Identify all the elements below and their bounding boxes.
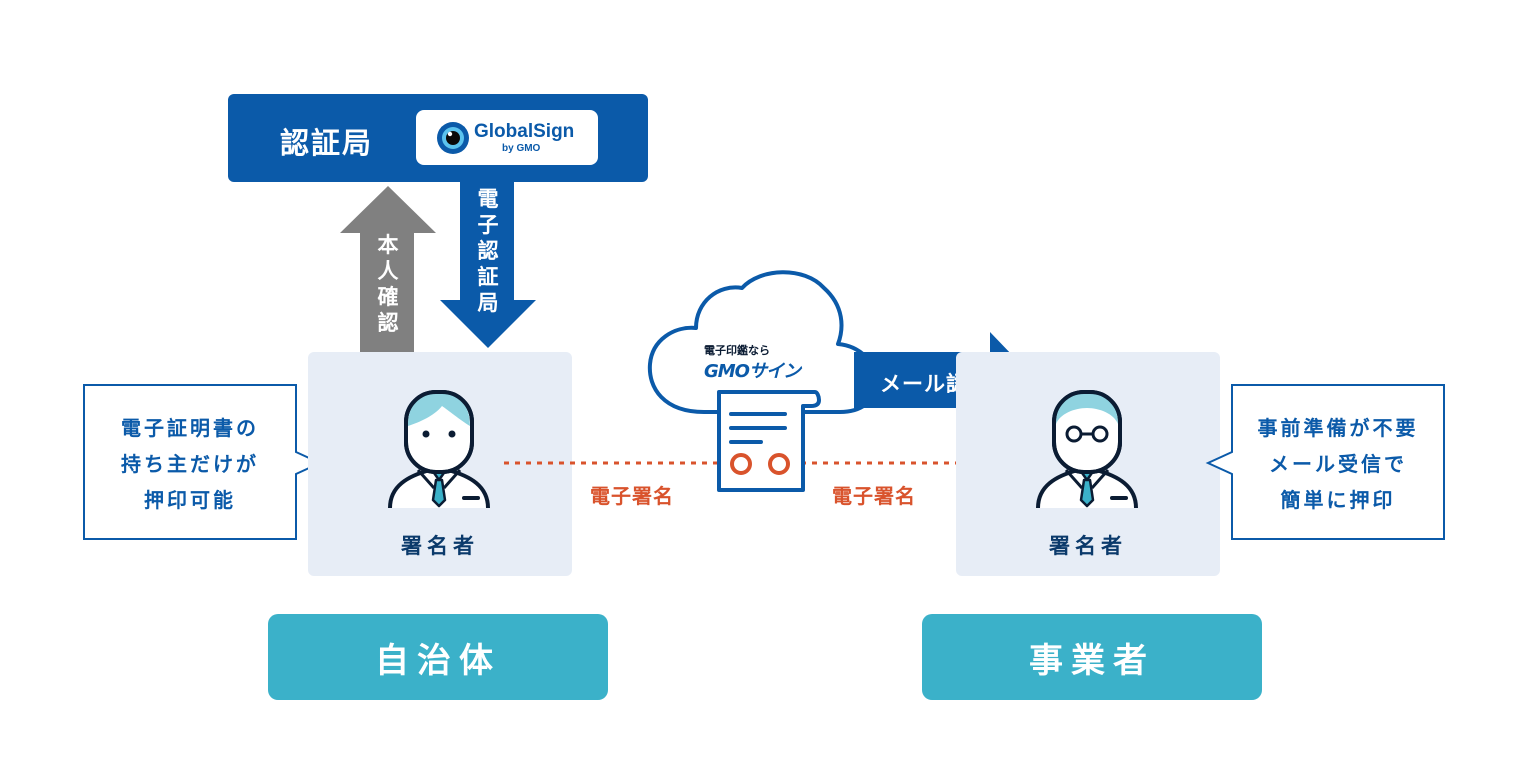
right-callout-line: 事前準備が不要	[1257, 416, 1419, 440]
gmo-sign-logo: GMOサイン	[704, 361, 801, 382]
municipality-box: 自治体	[268, 614, 608, 700]
left-callout-line: 電子証明書の	[121, 416, 259, 440]
cloud-tagline: 電子印鑑なら	[704, 344, 770, 357]
globalsign-logo: GlobalSign by GMO	[416, 110, 598, 165]
globalsign-eye-icon	[437, 122, 469, 154]
right-callout-line: 簡単に押印	[1280, 488, 1396, 512]
left-callout-line: 持ち主だけが	[121, 452, 259, 476]
right-callout-line: メール受信で	[1269, 452, 1407, 476]
right-signature-label: 電子署名	[832, 484, 916, 508]
person-icon	[388, 390, 490, 509]
electronic-ca-label: 電子認証局	[477, 187, 499, 315]
left-signature-label: 電子署名	[590, 484, 674, 508]
municipality-label: 自治体	[375, 640, 501, 681]
person-glasses-icon	[1036, 390, 1138, 509]
business-label: 事業者	[1029, 640, 1155, 681]
arrow-down-icon	[440, 182, 536, 348]
right-callout: 事前準備が不要 メール受信で 簡単に押印	[1232, 410, 1444, 518]
certificate-authority-label: 認証局	[280, 126, 374, 160]
left-signer-label: 署名者	[401, 534, 479, 558]
right-signer-label: 署名者	[1049, 534, 1127, 558]
left-callout-line: 押印可能	[144, 488, 236, 512]
right-callout-bubble	[1205, 384, 1445, 540]
left-callout: 電子証明書の 持ち主だけが 押印可能	[84, 410, 296, 518]
arrow-up-icon	[340, 186, 436, 354]
globalsign-by: by GMO	[502, 143, 541, 154]
certificate-authority-box: 認証局 GlobalSign by GMO	[228, 94, 648, 182]
document-icon	[717, 390, 821, 492]
business-box: 事業者	[922, 614, 1262, 700]
globalsign-name: GlobalSign	[474, 121, 575, 142]
identity-check-label: 本人確認	[377, 233, 399, 335]
